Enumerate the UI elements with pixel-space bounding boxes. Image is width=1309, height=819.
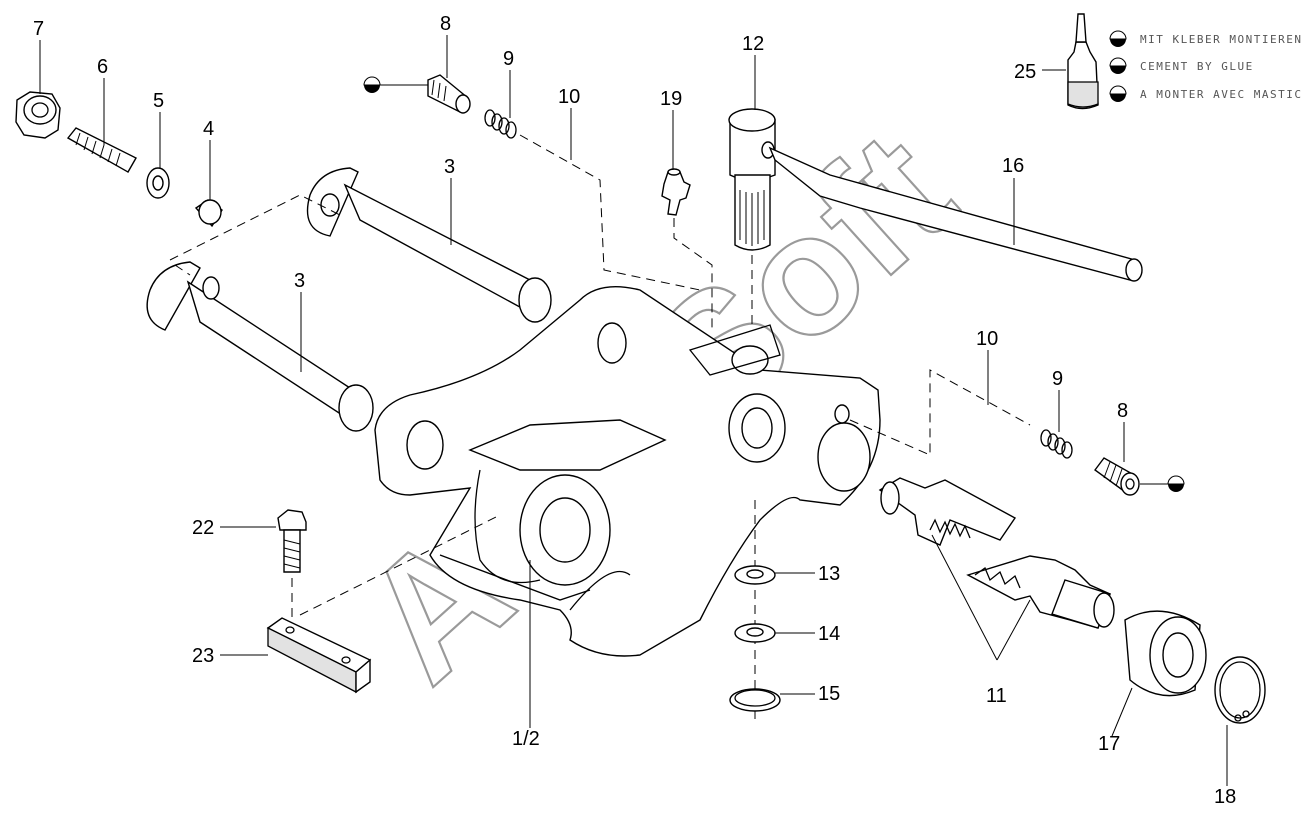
set-screw-8-right bbox=[1094, 457, 1140, 496]
callout-15: 15 bbox=[818, 683, 840, 705]
pin-3-lower bbox=[146, 261, 374, 432]
plate-23 bbox=[266, 617, 372, 694]
set-screw-8-top bbox=[427, 74, 471, 114]
legend: MIT KLEBER MONTIEREN CEMENT BY GLUE A MO… bbox=[1109, 30, 1302, 102]
callout-22: 22 bbox=[192, 517, 214, 539]
grease-nipple-19 bbox=[661, 168, 691, 216]
bushing-4 bbox=[194, 199, 223, 228]
spring-9-top bbox=[484, 109, 517, 139]
nut-7 bbox=[15, 91, 61, 139]
callout-3-lower: 3 bbox=[294, 270, 305, 292]
roller-17 bbox=[1124, 610, 1207, 697]
circlip-15 bbox=[729, 688, 781, 712]
shaft-12 bbox=[728, 108, 776, 251]
callout-17: 17 bbox=[1098, 733, 1120, 755]
callout-8-right: 8 bbox=[1117, 400, 1128, 422]
glue-mark-top-left bbox=[363, 76, 381, 93]
callout-12: 12 bbox=[742, 33, 764, 55]
callout-25: 25 bbox=[1014, 61, 1036, 83]
glue-mark-icon bbox=[1109, 30, 1127, 47]
locking-jaw-11-upper bbox=[878, 477, 1017, 546]
callout-16: 16 bbox=[1002, 155, 1024, 177]
spring-9-right bbox=[1040, 429, 1073, 459]
glue-mark-icon bbox=[1109, 85, 1127, 102]
leader-lines bbox=[39, 35, 1228, 786]
callout-13: 13 bbox=[818, 563, 840, 585]
callout-18: 18 bbox=[1214, 786, 1236, 808]
legend-text-en: CEMENT BY GLUE bbox=[1140, 60, 1254, 73]
locking-jaw-11-lower bbox=[966, 555, 1115, 629]
callout-23: 23 bbox=[192, 645, 214, 667]
callout-1-2: 1/2 bbox=[512, 728, 540, 750]
callout-5: 5 bbox=[153, 90, 164, 112]
bracket-assembly bbox=[374, 285, 881, 657]
callout-8-top: 8 bbox=[440, 13, 451, 35]
callout-10-right: 10 bbox=[976, 328, 998, 350]
legend-text-de: MIT KLEBER MONTIEREN bbox=[1140, 33, 1302, 46]
bolt-22 bbox=[277, 509, 307, 573]
callout-numbers: 7 6 5 4 3 3 8 9 10 19 12 16 25 10 9 8 22… bbox=[33, 13, 1236, 808]
callout-14: 14 bbox=[818, 623, 840, 645]
callout-6: 6 bbox=[97, 56, 108, 78]
pin-3-upper bbox=[306, 167, 552, 323]
glue-mark-right bbox=[1167, 475, 1185, 492]
callout-19: 19 bbox=[660, 88, 682, 110]
callout-3-upper: 3 bbox=[444, 156, 455, 178]
callout-9-right: 9 bbox=[1052, 368, 1063, 390]
callout-7: 7 bbox=[33, 18, 44, 40]
glue-mark-icon bbox=[1109, 57, 1127, 74]
washer-14 bbox=[734, 623, 776, 643]
washer-13 bbox=[734, 565, 776, 585]
callout-4: 4 bbox=[203, 118, 214, 140]
callout-9-top: 9 bbox=[503, 48, 514, 70]
callout-11: 11 bbox=[986, 685, 1007, 707]
washer-5 bbox=[146, 167, 170, 199]
glue-tube-25 bbox=[1067, 13, 1099, 110]
bolt-6 bbox=[66, 127, 137, 173]
callout-10-top: 10 bbox=[558, 86, 580, 108]
circlip-18 bbox=[1214, 656, 1266, 724]
rod-16 bbox=[768, 146, 1143, 282]
legend-text-fr: A MONTER AVEC MASTIC bbox=[1140, 88, 1302, 101]
